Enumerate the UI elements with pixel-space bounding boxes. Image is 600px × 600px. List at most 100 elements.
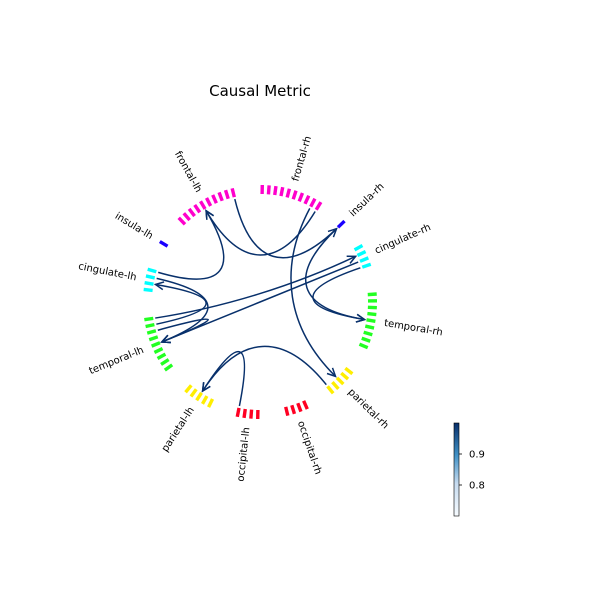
region-label-frontal-rh: frontal-rh — [290, 135, 314, 183]
node-frontal-lh-6 — [199, 200, 207, 210]
edge-arrowhead-temporal-lh-to-cingulate-rh — [346, 255, 358, 264]
colorbar: 0.9 0.8 — [453, 422, 485, 517]
node-cingulate-lh-2 — [145, 274, 156, 280]
edge-arrowhead-temporal-lh-to-cingulate-lh — [153, 281, 165, 291]
colorbar-ticks: 0.9 0.8 — [459, 450, 485, 492]
node-temporal-rh-9 — [367, 292, 377, 297]
node-frontal-lh-10 — [177, 216, 187, 226]
node-temporal-lh-6 — [153, 346, 164, 354]
node-occipital-rh-4 — [302, 400, 309, 410]
node-parietal-rh-4 — [340, 371, 350, 381]
edge-arrowhead-frontal-lh-to-insula-rh — [327, 227, 338, 238]
node-frontal-lh-8 — [187, 207, 196, 218]
node-insula-rh-1 — [336, 219, 346, 229]
node-parietal-lh-4 — [201, 395, 209, 405]
figure-title: Causal Metric — [209, 82, 311, 100]
region-nodes — [143, 184, 378, 420]
edge-temporal-lh-to-cingulate-rh — [155, 255, 356, 319]
node-temporal-rh-5 — [366, 318, 376, 324]
node-temporal-rh-6 — [367, 311, 377, 317]
node-frontal-rh-8 — [273, 185, 278, 196]
node-cingulate-lh-1 — [147, 267, 157, 274]
node-occipital-rh-1 — [284, 406, 290, 417]
node-temporal-lh-4 — [148, 335, 159, 342]
node-occipital-lh-3 — [249, 409, 254, 419]
node-temporal-rh-4 — [364, 324, 375, 330]
node-frontal-lh-5 — [205, 197, 213, 207]
node-temporal-lh-8 — [160, 358, 170, 366]
edge-frontal-rh-to-parietal-rh — [290, 208, 337, 377]
node-frontal-rh-7 — [279, 186, 285, 197]
node-frontal-lh-7 — [193, 203, 202, 214]
region-label-insula-rh: insula-rh — [348, 181, 387, 219]
node-cingulate-lh-4 — [143, 287, 153, 293]
edge-occipital-lh-to-parietal-lh — [201, 350, 246, 407]
region-label-cingulate-rh: cingulate-rh — [373, 222, 432, 256]
node-temporal-rh-2 — [361, 336, 371, 343]
colorbar-gradient — [453, 422, 460, 517]
node-temporal-lh-9 — [163, 363, 174, 372]
edge-arrowhead-frontal-rh-to-parietal-rh — [326, 367, 337, 378]
edge-arrowhead-cingulate-lh-to-frontal-lh — [205, 209, 215, 220]
node-parietal-lh-1 — [184, 384, 193, 394]
node-cingulate-rh-1 — [361, 262, 372, 269]
node-parietal-lh-5 — [207, 398, 215, 408]
node-frontal-rh-5 — [291, 190, 298, 200]
node-frontal-rh-2 — [309, 197, 317, 208]
node-temporal-lh-5 — [151, 341, 161, 348]
region-label-occipital-lh: occipital-lh — [236, 427, 253, 482]
node-temporal-lh-2 — [145, 322, 155, 329]
connection-edges — [153, 198, 367, 407]
region-label-parietal-lh: parietal-lh — [160, 405, 197, 454]
edge-temporal-lh-to-cingulate-lh — [155, 283, 207, 325]
node-cingulate-rh-2 — [359, 256, 369, 263]
node-frontal-rh-6 — [285, 188, 292, 198]
node-temporal-lh-3 — [146, 329, 157, 335]
node-frontal-rh-9 — [266, 185, 271, 195]
edge-cingulate-rh-to-temporal-lh — [161, 261, 359, 343]
edge-parietal-rh-to-parietal-lh — [201, 345, 327, 392]
node-occipital-rh-2 — [290, 404, 297, 415]
node-parietal-rh-1 — [326, 385, 335, 395]
region-label-occipital-rh: occipital-rh — [295, 420, 323, 476]
node-temporal-lh-1 — [144, 316, 154, 322]
node-cingulate-rh-3 — [356, 250, 367, 258]
node-occipital-lh-1 — [235, 407, 241, 418]
node-cingulate-lh-3 — [144, 280, 154, 286]
edge-cingulate-lh-to-frontal-lh — [158, 210, 225, 280]
node-frontal-lh-1 — [230, 187, 236, 198]
region-label-temporal-rh: temporal-rh — [383, 318, 443, 339]
region-labels: frontal-lh insula-lh cingulate-lh temporal-… — [77, 135, 443, 482]
edge-frontal-lh-to-insula-rh — [234, 198, 338, 259]
colorbar-tick-label: 0.9 — [469, 450, 485, 461]
node-cingulate-rh-4 — [353, 244, 364, 252]
region-label-temporal-lh: temporal-lh — [88, 345, 146, 377]
node-occipital-lh-2 — [242, 408, 247, 419]
region-label-cingulate-lh: cingulate-lh — [77, 261, 137, 283]
region-label-frontal-lh: frontal-lh — [172, 149, 204, 194]
edge-cingulate-rh-to-temporal-rh — [312, 267, 365, 321]
region-label-insula-lh: insula-lh — [113, 211, 155, 242]
region-label-parietal-rh: parietal-rh — [346, 387, 391, 431]
edge-frontal-rh-to-frontal-lh — [205, 210, 316, 256]
colorbar-tick-label: 0.8 — [469, 481, 485, 492]
node-temporal-lh-7 — [156, 352, 167, 360]
node-temporal-rh-3 — [363, 330, 373, 337]
node-insula-lh-1 — [158, 240, 169, 248]
node-frontal-lh-2 — [223, 189, 230, 200]
node-parietal-rh-5 — [344, 366, 354, 376]
node-frontal-lh-3 — [217, 191, 224, 202]
edge-arrowhead-cingulate-rh-to-temporal-lh — [160, 334, 171, 344]
edge-arrowhead-cingulate-rh-to-temporal-rh — [355, 313, 367, 323]
node-frontal-rh-3 — [303, 194, 311, 205]
edge-cingulate-lh-to-temporal-lh — [156, 277, 209, 343]
node-parietal-lh-2 — [189, 388, 198, 398]
node-occipital-rh-3 — [296, 402, 303, 413]
node-parietal-lh-3 — [195, 391, 203, 402]
node-temporal-rh-1 — [358, 342, 369, 350]
edge-arrowhead-occipital-lh-to-parietal-lh — [201, 382, 211, 393]
node-parietal-rh-3 — [335, 376, 345, 386]
node-frontal-rh-1 — [314, 201, 323, 211]
node-frontal-rh-4 — [297, 192, 305, 202]
